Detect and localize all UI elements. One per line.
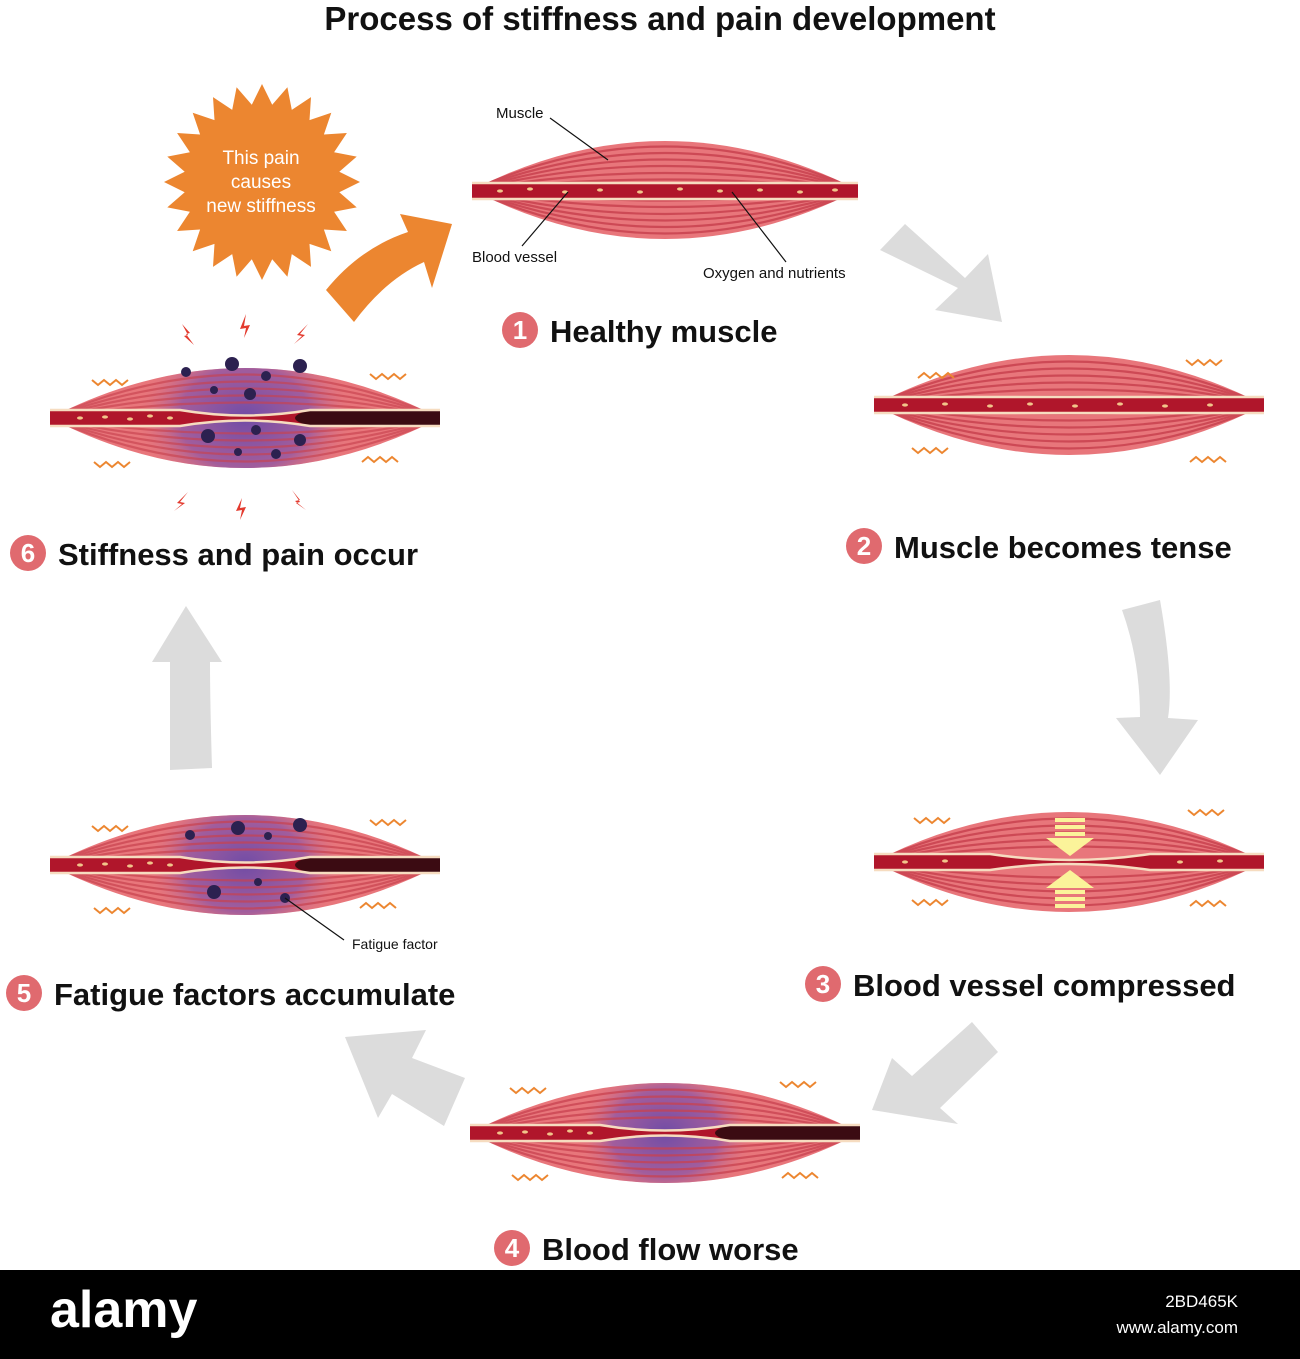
pain-burst-text: This pain causes new stiffness xyxy=(186,147,336,219)
step-text: Healthy muscle xyxy=(550,314,778,349)
step-number-badge: 5 xyxy=(6,975,42,1011)
compress-arrow-up-icon xyxy=(1046,870,1094,908)
label-oxygen-nutrients: Oxygen and nutrients xyxy=(703,265,846,282)
cycle-arrow-5-to-6 xyxy=(152,606,222,770)
step-text: Blood vessel compressed xyxy=(853,968,1236,1003)
cycle-arrow-4-to-5 xyxy=(345,1030,465,1126)
step-number-badge: 2 xyxy=(846,528,882,564)
step-text: Muscle becomes tense xyxy=(894,530,1232,565)
muscle-tense xyxy=(874,355,1264,464)
label-muscle: Muscle xyxy=(496,105,544,122)
step-6-label: 6 Stiffness and pain occur xyxy=(10,535,418,573)
burst-line: This pain xyxy=(222,148,300,169)
muscle-poor-flow xyxy=(470,1080,860,1183)
watermark-footer: alamy 2BD465K www.alamy.com xyxy=(0,1270,1300,1359)
burst-line: causes xyxy=(230,172,292,193)
step-text: Stiffness and pain occur xyxy=(58,537,419,572)
step-number-badge: 1 xyxy=(502,312,538,348)
page-title: Process of stiffness and pain developmen… xyxy=(324,0,996,37)
label-fatigue-factor: Fatigue factor xyxy=(352,936,438,952)
image-id: 2BD465K xyxy=(1165,1292,1238,1311)
step-number-badge: 6 xyxy=(10,535,46,571)
step-text: Blood flow worse xyxy=(542,1232,799,1267)
step-4-label: 4 Blood flow worse xyxy=(494,1230,799,1268)
cycle-arrow-2-to-3 xyxy=(1116,600,1198,775)
site-url: www.alamy.com xyxy=(1116,1318,1238,1337)
pain-arrow xyxy=(326,214,452,322)
cycle-arrow-1-to-2 xyxy=(880,224,1002,322)
step-number-badge: 4 xyxy=(494,1230,530,1266)
step-2-label: 2 Muscle becomes tense xyxy=(846,528,1232,566)
alamy-logo: alamy xyxy=(50,1281,198,1339)
muscle-healthy xyxy=(472,117,858,263)
step-1-label: 1 Healthy muscle xyxy=(502,312,777,350)
burst-line: new stiffness xyxy=(206,196,316,217)
compress-arrow-down-icon xyxy=(1046,818,1094,856)
muscle-fatigue xyxy=(50,815,440,941)
step-3-label: 3 Blood vessel compressed xyxy=(805,966,1236,1004)
step-number-badge: 3 xyxy=(805,966,841,1002)
cycle-arrow-3-to-4 xyxy=(872,1022,998,1124)
pain-burst-icon xyxy=(164,84,360,280)
diagram-artwork xyxy=(50,84,1264,1183)
label-blood-vessel: Blood vessel xyxy=(472,249,558,266)
step-5-label: 5 Fatigue factors accumulate xyxy=(6,975,455,1013)
pain-spark-icons xyxy=(174,314,308,520)
muscle-pain xyxy=(50,314,440,520)
step-text: Fatigue factors accumulate xyxy=(54,977,456,1012)
muscle-compressed xyxy=(874,808,1264,912)
